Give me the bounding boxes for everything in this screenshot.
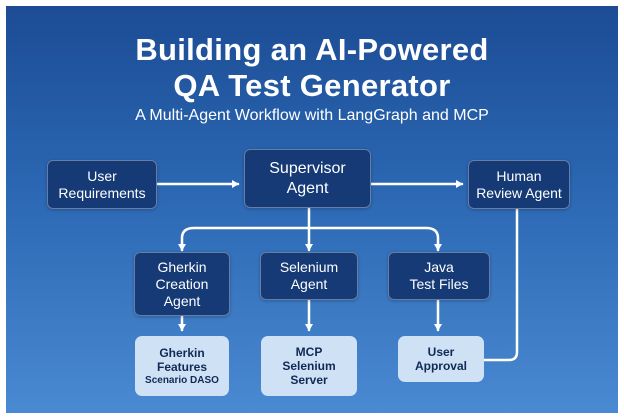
diagram-title: Building an AI-Powered QA Test Generator	[6, 32, 618, 104]
node-mcp-selenium-server: MCP Selenium Server	[261, 336, 357, 396]
node-human-review-agent: Human Review Agent	[468, 160, 570, 209]
node-supervisor-agent: Supervisor Agent	[244, 149, 371, 208]
title-line-2: QA Test Generator	[173, 68, 451, 103]
arrow-supervisor-to-gherkin	[178, 226, 311, 252]
node-gherkin-features: Gherkin Features Scenario DASO	[135, 336, 229, 396]
node-user-approval: User Approval	[398, 336, 484, 382]
node-java-test-files: Java Test Files	[388, 252, 490, 300]
title-line-1: Building an AI-Powered	[135, 32, 489, 67]
connectors	[154, 180, 519, 362]
node-gherkin-creation-agent: Gherkin Creation Agent	[134, 252, 230, 316]
line-human-review-to-approval	[482, 206, 519, 362]
diagram-canvas: Building an AI-Powered QA Test Generator…	[6, 6, 618, 413]
arrow-supervisor-to-java	[307, 226, 442, 252]
diagram-subtitle: A Multi-Agent Workflow with LangGraph an…	[135, 107, 489, 124]
node-selenium-agent: Selenium Agent	[260, 252, 358, 300]
node-user-requirements: User Requirements	[47, 160, 157, 209]
